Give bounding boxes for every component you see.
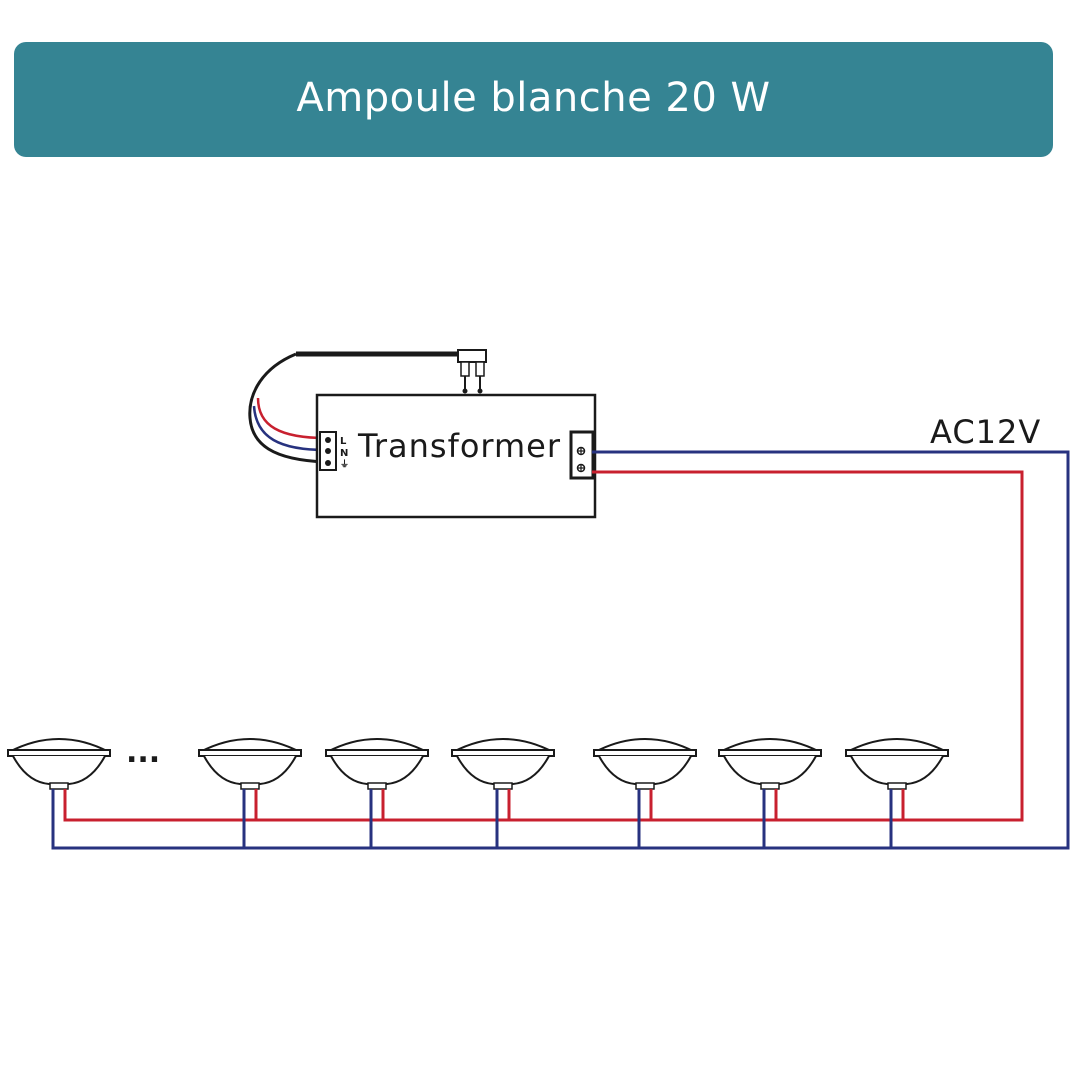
lamp-5 xyxy=(593,738,697,848)
lamp-4 xyxy=(451,738,555,848)
lamp-6 xyxy=(718,738,822,848)
title-banner: Ampoule blanche 20 W xyxy=(14,42,1053,157)
transformer-label: Transformer xyxy=(357,427,561,465)
input-terminal-block: L N ⏚ xyxy=(319,431,349,471)
lamp-2 xyxy=(198,738,302,848)
voltage-label: AC12V xyxy=(930,413,1041,451)
lamp-1 xyxy=(7,738,111,848)
page-title: Ampoule blanche 20 W xyxy=(296,74,771,121)
more-lamps-ellipsis: ... xyxy=(126,735,160,770)
lamp-3 xyxy=(325,738,429,848)
lamps-group xyxy=(7,738,949,848)
output-terminal-block xyxy=(569,430,595,480)
terminal-label-ground: ⏚ xyxy=(340,459,349,470)
transformer-box: Transformer xyxy=(315,393,597,519)
terminal-label-l: L xyxy=(340,436,347,447)
plug-icon xyxy=(457,349,487,394)
mains-cable xyxy=(248,351,480,464)
terminal-label-n: N xyxy=(340,448,348,459)
lamp-7 xyxy=(845,738,949,848)
